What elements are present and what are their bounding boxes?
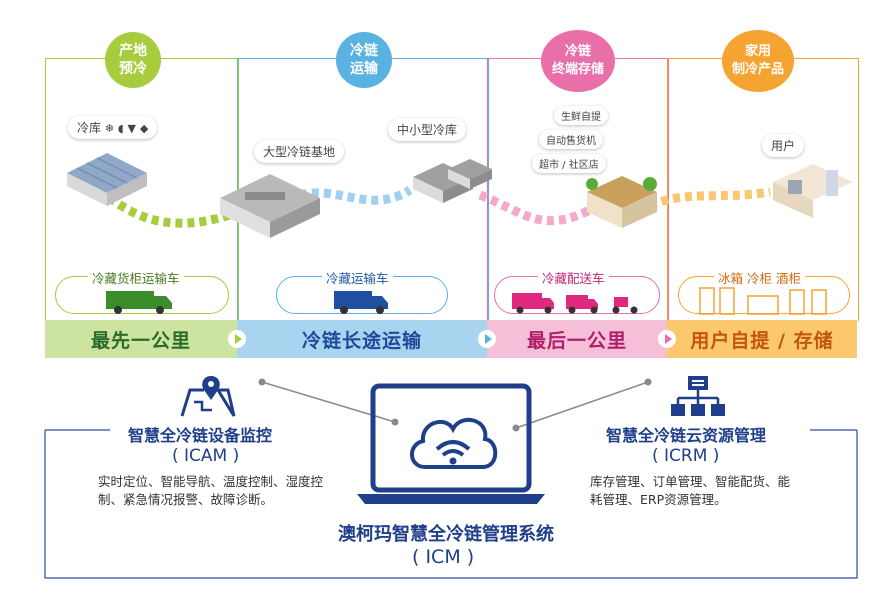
band-last-mile: 最后一公里 (487, 320, 667, 358)
stage-circle-cold-transport: 冷链 运输 (336, 32, 392, 88)
carrot-icon: ▼ (127, 122, 136, 135)
system-title: 澳柯玛智慧全冷链管理系统 (338, 524, 554, 545)
appliance-outline-icons (699, 287, 827, 315)
green-truck-icon (106, 291, 172, 314)
blue-truck-icon (334, 291, 388, 314)
small-cold-storage-building (413, 159, 492, 203)
vehicle-label-appliances: 冰箱 冷柜 酒柜 (714, 268, 805, 287)
icam-title: 智慧全冷链设备监控 (128, 426, 273, 445)
system-abbr: ( ICM ) (412, 546, 475, 568)
icrm-title: 智慧全冷链云资源管理 (606, 426, 767, 445)
label-small-cold-storage: 中小型冷库 (388, 118, 467, 141)
chicken-leg-icon: ◖ (117, 122, 124, 135)
stage-circle-origin-precool: 产地 预冷 (105, 32, 161, 88)
user-home-interior (773, 164, 853, 218)
label-fresh-pickup: 生鲜自提 (554, 106, 608, 125)
arrow-icon-3 (658, 330, 676, 348)
band-user-pickup-storage: 用户自提 / 存储 (667, 320, 857, 358)
band-first-mile: 最先一公里 (45, 320, 237, 358)
vehicle-label-delivery-truck: 冷藏配送车 (538, 268, 609, 287)
vehicle-label-container-truck: 冷藏货柜运输车 (88, 268, 184, 287)
icam-description: 实时定位、智能导航、温度控制、湿度控制、紧急情况报警、故障诊断。 (98, 474, 324, 507)
large-cold-chain-base-building (220, 174, 320, 238)
org-chart-icon (671, 376, 725, 416)
laptop-icon (357, 383, 545, 504)
fish-icon: ◆ (139, 122, 149, 135)
band-long-distance: 冷链长途运输 (237, 320, 487, 358)
label-vending-machine: 自动售货机 (539, 130, 603, 149)
icrm-description: 库存管理、订单管理、智能配货、能耗管理、ERP资源管理。 (590, 474, 791, 507)
cold-storage-building (67, 153, 147, 206)
label-cold-storage: 冷库 ❄ ◖ ▼ ◆ (68, 116, 158, 139)
label-large-cold-chain-base: 大型冷链基地 (254, 140, 345, 163)
arrow-icon-1 (228, 330, 246, 348)
arrow-icon-2 (478, 330, 496, 348)
label-supermarket: 超市 / 社区店 (532, 154, 606, 173)
map-pin-icon (180, 376, 236, 417)
label-user: 用户 (762, 134, 805, 157)
stage-circle-terminal-storage: 冷链 终端存储 (541, 30, 615, 92)
icam-abbr: ( ICAM ) (172, 446, 240, 466)
icrm-abbr: ( ICRM ) (652, 446, 720, 466)
vehicle-label-refrigerated-truck: 冷藏运输车 (322, 268, 393, 287)
snowflake-icon: ❄ (104, 122, 115, 135)
pink-delivery-vehicles-icon (512, 293, 638, 314)
cloud-wifi-icon (410, 418, 498, 469)
supermarket-building (586, 176, 657, 228)
stage-circle-home-refrigeration: 家用 制冷产品 (722, 30, 794, 92)
